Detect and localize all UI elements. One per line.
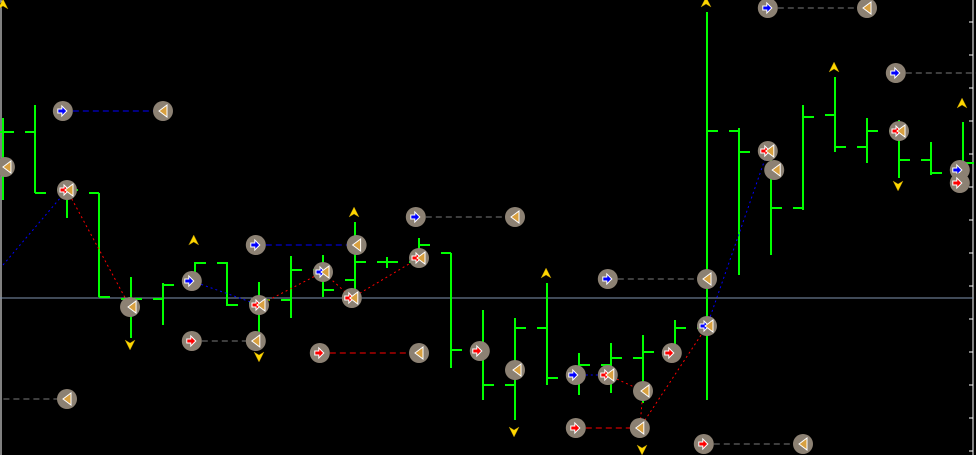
close-triangle-icon [256,298,266,312]
close-triangle-icon [510,210,520,224]
up-arrow-signal-icon [700,0,712,8]
close-triangle-icon [798,437,808,451]
up-arrow-signal-icon [348,206,360,218]
close-triangle-icon [896,124,906,138]
sell-arrow-icon [186,334,197,348]
up-arrow-signal-icon [828,61,840,73]
close-triangle-icon [862,1,872,15]
down-arrow-signal-icon [892,180,904,192]
close-triangle-icon [604,368,615,382]
sell-arrow-icon [664,346,675,360]
close-triangle-icon [634,421,645,435]
close-triangle-icon [64,183,74,197]
buy-arrow-icon [890,66,901,80]
ohlc-bar [153,283,174,325]
ohlc-bar [921,142,942,175]
ohlc-bar [857,118,878,163]
ohlc-bar [537,283,558,385]
sell-zigzag-line [258,257,420,306]
close-triangle-icon [704,319,714,333]
sell-arrow-icon [570,421,581,435]
buy-arrow-icon [602,272,613,286]
close-triangle-icon [764,144,775,158]
buy-arrow-icon [184,274,195,288]
down-arrow-signal-icon [508,426,520,438]
buy-arrow-icon [410,210,421,224]
close-triangle-icon [414,346,424,360]
buy-arrow-icon [57,104,68,118]
ohlc-bar [25,105,46,194]
ohlc-bar [217,262,238,306]
close-triangle-icon [416,251,426,265]
buy-arrow-icon [250,238,261,252]
up-arrow-signal-icon [956,97,968,109]
down-arrow-signal-icon [124,339,136,351]
close-triangle-icon [351,238,362,252]
up-arrow-signal-icon [540,267,552,279]
buy-arrow-icon [762,1,773,15]
close-triangle-icon [320,265,330,279]
sell-arrow-icon [314,346,325,360]
sell-arrow-icon [698,437,709,451]
sell-zigzag-line [607,325,708,429]
ohlc-bar [89,192,110,298]
ohlc-bar [729,128,750,275]
up-arrow-signal-icon [188,234,200,246]
sell-arrow-icon [952,176,963,190]
close-triangle-icon [348,291,359,305]
close-triangle-icon [771,163,781,177]
close-triangle-icon [640,384,650,398]
buy-arrow-icon [568,368,579,382]
close-triangle-icon [702,272,712,286]
ohlc-bar [825,77,846,152]
buy-zigzag-line [191,280,260,306]
up-arrow-signal-icon [0,0,9,10]
close-triangle-icon [2,160,12,174]
ohlc-bar [697,12,718,400]
close-triangle-icon [158,104,168,118]
ohlc-bar [441,252,462,368]
ohlc-bar [377,257,398,268]
buy-arrow-icon [952,163,963,177]
down-arrow-signal-icon [253,351,265,363]
close-triangle-icon [512,363,522,377]
close-triangle-icon [62,392,72,406]
ohlc-bar [345,222,366,298]
sell-zigzag-line [66,189,131,308]
buy-zigzag-line [2,189,68,266]
close-triangle-icon [127,300,137,314]
ohlc-bar [793,105,814,210]
ohlc-bar [281,256,302,318]
sell-arrow-icon [472,344,483,358]
down-arrow-signal-icon [636,444,648,455]
close-triangle-icon [250,334,261,348]
buy-zigzag-line [706,150,769,327]
